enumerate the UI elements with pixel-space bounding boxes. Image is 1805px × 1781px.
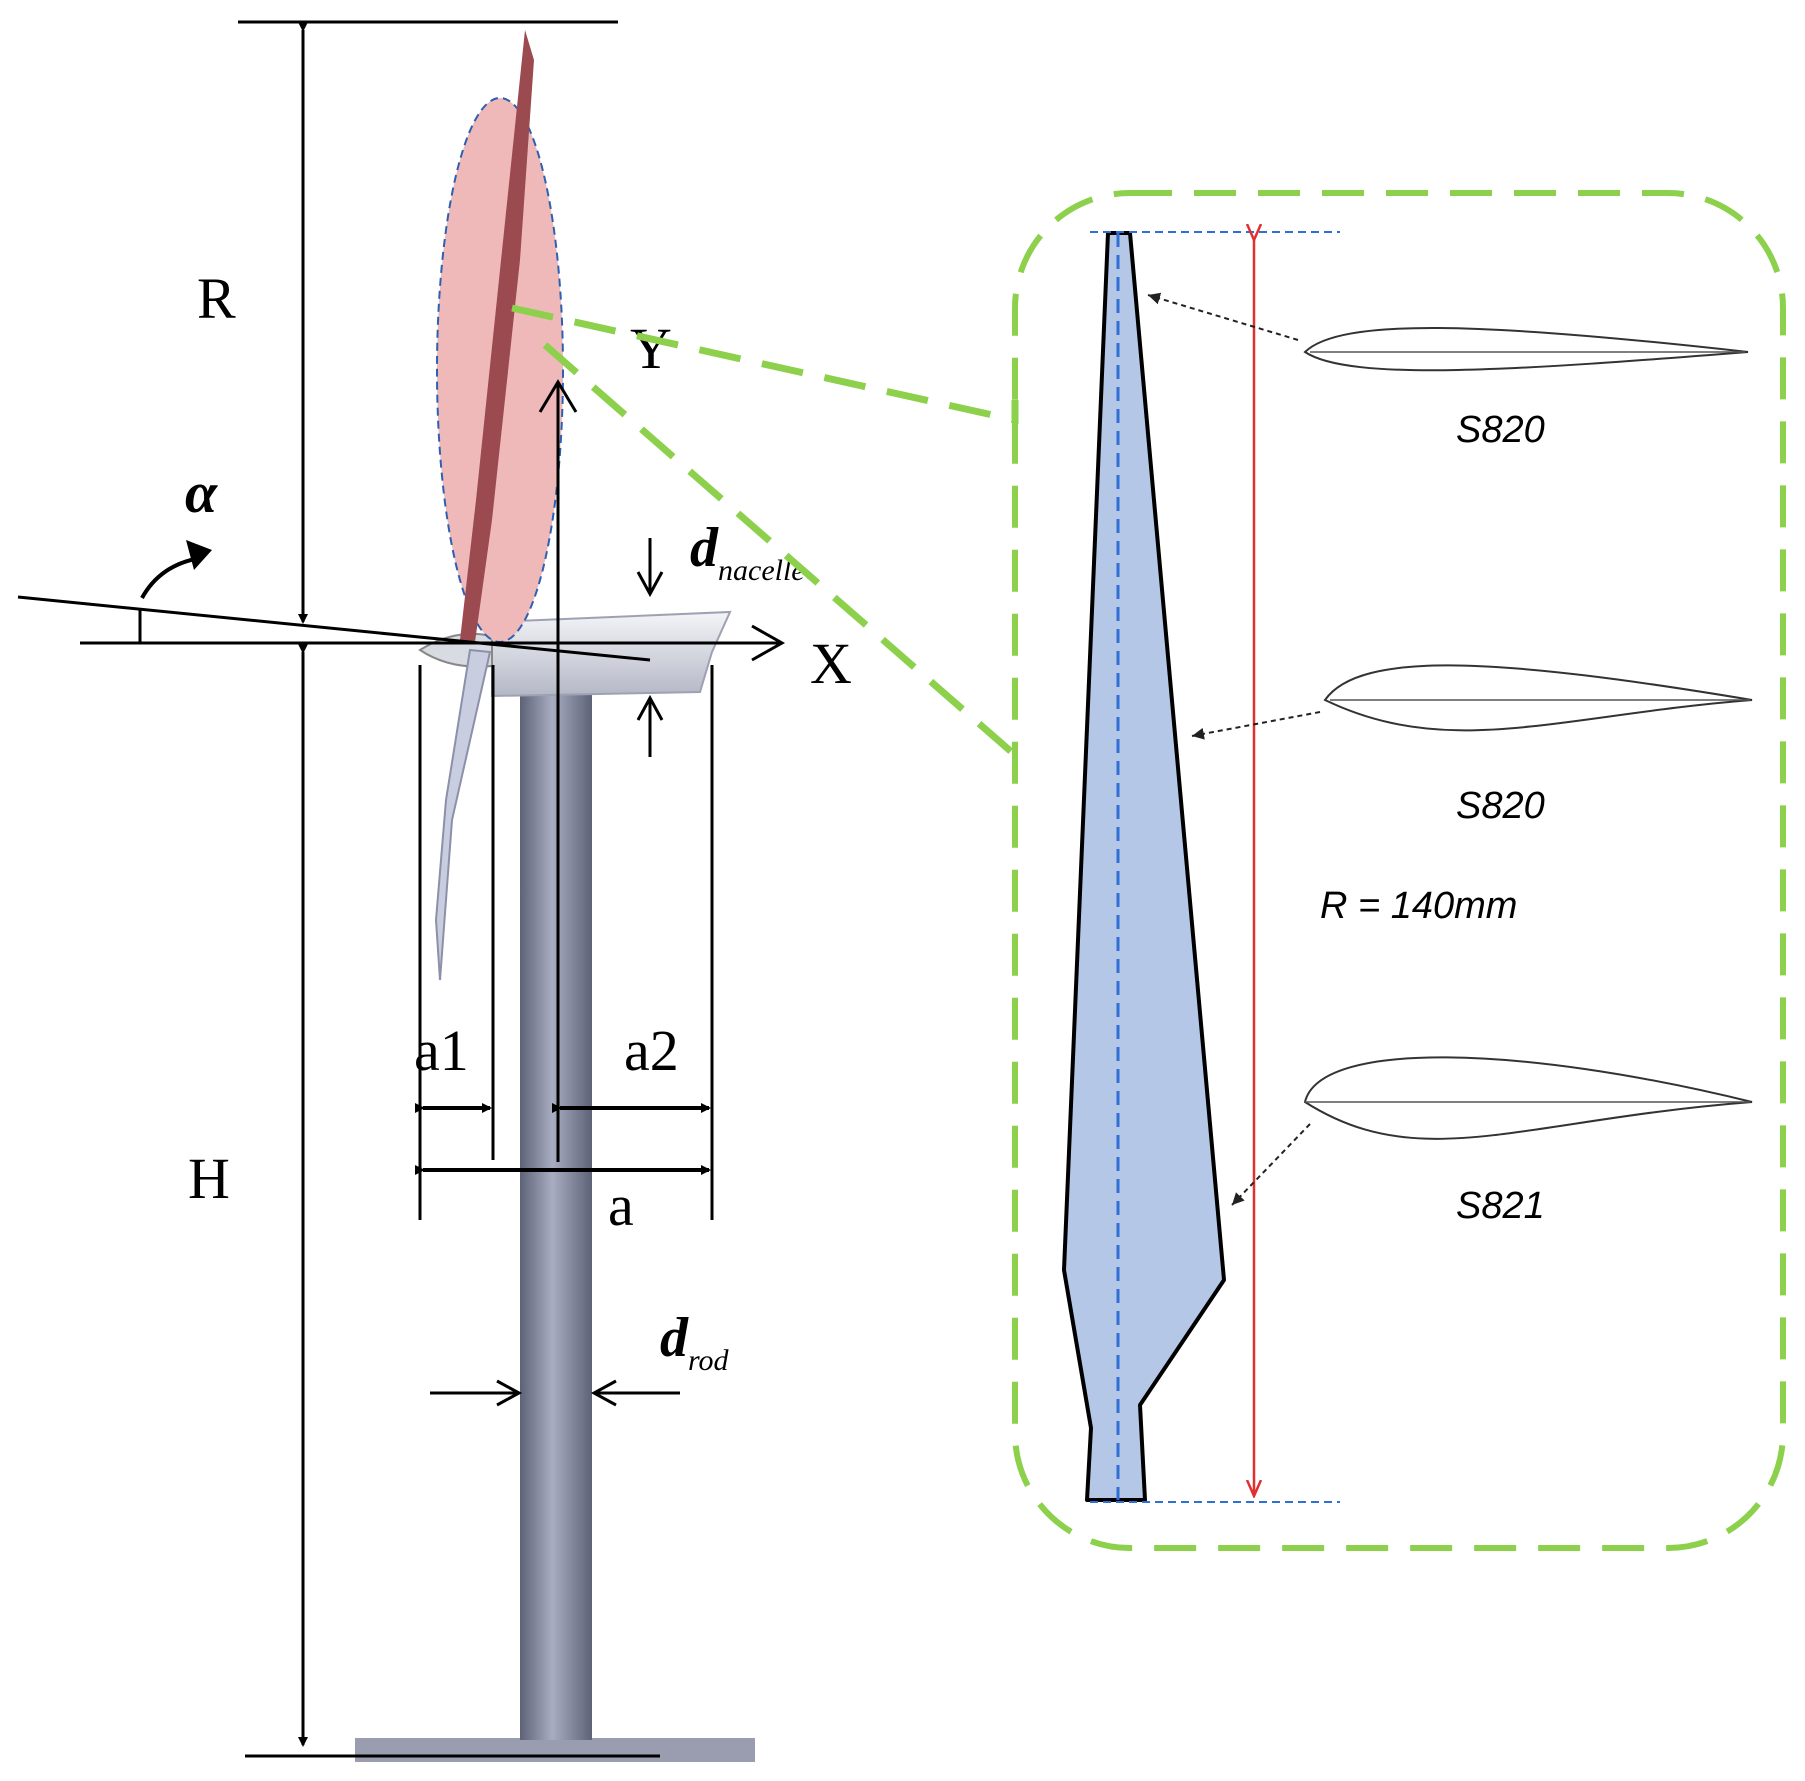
airfoil-tip: S820 (1147, 292, 1749, 451)
dimension-H: H (188, 644, 660, 1758)
x-axis: X (80, 624, 852, 696)
label-d-nacelle: dnacelle (690, 517, 805, 587)
label-a: a (608, 1173, 634, 1238)
turbine-drawing (355, 30, 755, 1762)
blade-inset: R = 140mm S820 S820 S821 (1012, 190, 1786, 1551)
airfoil-label-2: S820 (1456, 785, 1545, 827)
zoom-connector-lines (511, 304, 1019, 758)
blade-planform (1062, 231, 1226, 1502)
upper-blade (460, 30, 534, 642)
airfoil-root: S821 (1231, 1056, 1753, 1227)
nacelle (491, 610, 732, 698)
label-H: H (188, 1146, 230, 1211)
label-a2: a2 (624, 1018, 679, 1083)
label-a1: a1 (414, 1018, 469, 1083)
y-axis: Y (538, 316, 672, 1162)
label-X: X (810, 631, 852, 696)
label-d-rod: drod (660, 1307, 730, 1377)
label-alpha: α (185, 460, 218, 525)
tilt-angle: α (17, 460, 651, 662)
base-plate (355, 1738, 755, 1762)
horizontal-dimensions: a1 a2 a (414, 665, 714, 1238)
label-R: R (197, 266, 236, 331)
lower-blade (434, 648, 492, 981)
label-Y: Y (630, 316, 672, 381)
tower-rod (520, 680, 592, 1740)
airfoil-mid: S820 (1191, 664, 1753, 827)
airfoil-label-3: S821 (1456, 1185, 1545, 1227)
inset-border (1012, 190, 1786, 1551)
airfoil-label-1: S820 (1456, 409, 1545, 451)
d-rod-dimension: drod (430, 1307, 730, 1407)
radius-label: R = 140mm (1320, 885, 1517, 927)
dimension-R: R (197, 20, 618, 624)
